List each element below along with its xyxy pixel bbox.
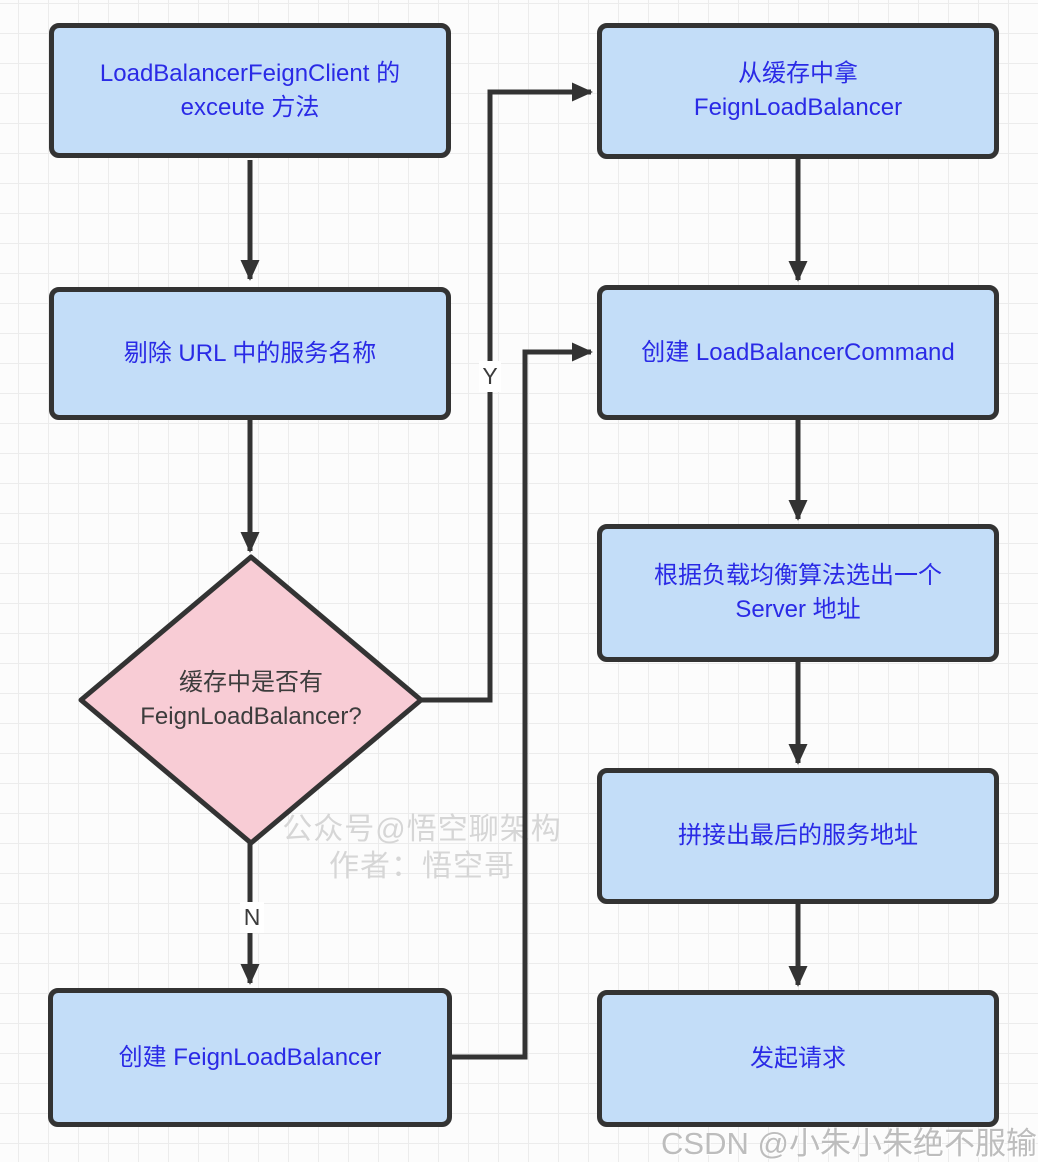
watermark-csdn: CSDN @小朱小朱绝不服输 [661,1126,1037,1161]
watermark-center: 公众号@悟空聊架构 作者：悟空哥 [252,811,592,885]
node-concat-address: 拼接出最后的服务地址 [597,768,999,904]
connector-create-feign-lb-to-create-lb-command [452,342,593,1060]
connector-cache-check-yes-to-get-from-cache [421,82,593,703]
watermark-center-line2: 作者：悟空哥 [329,850,515,883]
decision-cache-check-label: 缓存中是否有 FeignLoadBalancer? [140,669,362,730]
node-create-feign-load-balancer: 创建 FeignLoadBalancer [48,988,452,1127]
node-send-request: 发起请求 [597,990,999,1127]
branch-label-no: N [240,902,264,933]
node-select-server: 根据负载均衡算法选出一个 Server 地址 [597,524,999,662]
node-create-load-balancer-command: 创建 LoadBalancerCommand [597,285,999,420]
decision-cache-check-shape [78,554,424,846]
branch-label-yes: Y [479,361,501,392]
node-execute-method: LoadBalancerFeignClient 的 exceute 方法 [49,23,451,158]
node-strip-url: 剔除 URL 中的服务名称 [49,287,451,420]
watermark-center-line1: 公众号@悟空聊架构 [282,813,562,846]
node-get-from-cache: 从缓存中拿 FeignLoadBalancer [597,23,999,159]
